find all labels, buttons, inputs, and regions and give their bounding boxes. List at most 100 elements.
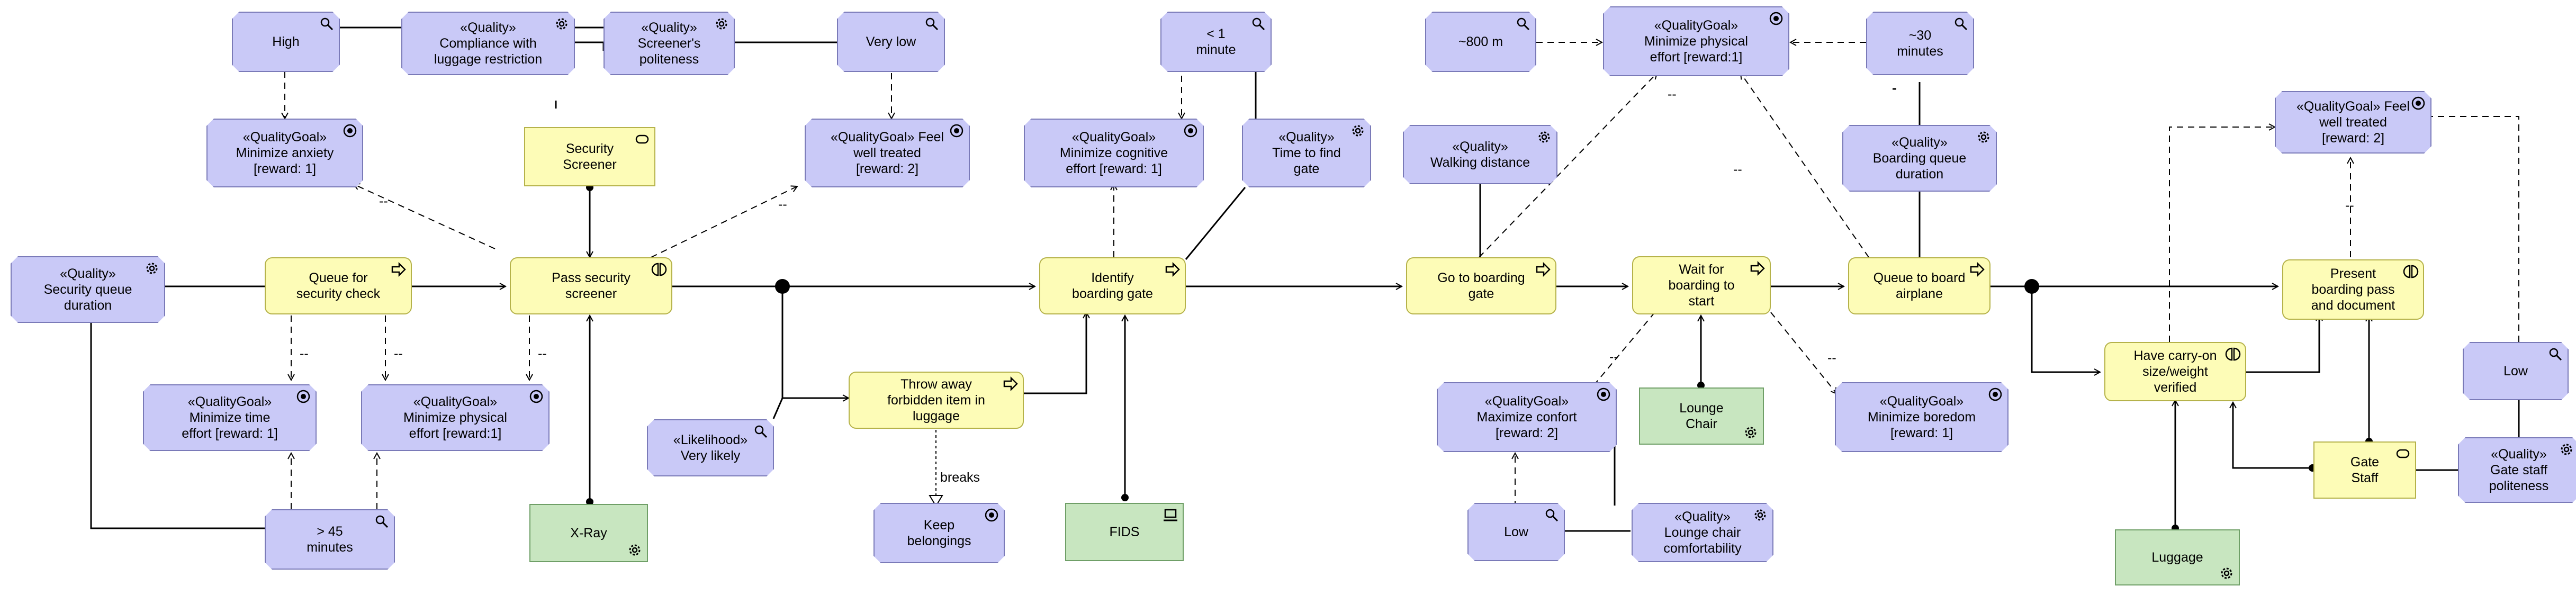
quality-compliance[interactable]: «Quality» Compliance with luggage restri… bbox=[401, 12, 575, 75]
target-icon bbox=[2410, 95, 2426, 111]
edge-label-minus: -- bbox=[1733, 162, 1742, 177]
target-icon bbox=[984, 507, 999, 523]
gear-icon bbox=[554, 16, 570, 32]
role-gate-staff[interactable]: Gate Staff bbox=[2313, 441, 2416, 499]
resource-fids-label: FIDS bbox=[1109, 525, 1140, 539]
interaction-icon bbox=[2403, 265, 2419, 278]
value-high[interactable]: High bbox=[232, 12, 340, 72]
role-gate-staff-label: Gate Staff bbox=[2350, 455, 2380, 485]
gear-icon bbox=[714, 16, 729, 32]
goal-physical-effort-top[interactable]: «QualityGoal» Minimize physical effort [… bbox=[1603, 6, 1789, 76]
process-go-to-gate[interactable]: Go to boarding gate bbox=[1406, 257, 1556, 314]
quality-boarding-queue[interactable]: «Quality» Boarding queue duration bbox=[1842, 125, 1997, 192]
cog-icon bbox=[629, 544, 641, 556]
goal-feel-well-treated-left[interactable]: «QualityGoal» Feel well treated [reward:… bbox=[805, 119, 970, 187]
goal-minimize-boredom-label: «QualityGoal» Minimize boredom [reward: … bbox=[1867, 394, 1976, 440]
resource-luggage[interactable]: Luggage bbox=[2115, 529, 2240, 585]
magnifier-icon bbox=[1515, 16, 1531, 32]
process-pass-screener-label: Pass security screener bbox=[552, 271, 631, 301]
quality-walking-distance[interactable]: «Quality» Walking distance bbox=[1403, 125, 1557, 184]
quality-gate-staff-politeness[interactable]: «Quality» Gate staff politeness bbox=[2458, 437, 2576, 503]
quality-boarding-queue-label: «Quality» Boarding queue duration bbox=[1872, 135, 1967, 182]
process-arrow-icon bbox=[1970, 262, 1985, 277]
process-pass-screener[interactable]: Pass security screener bbox=[510, 257, 672, 314]
gear-icon bbox=[1536, 129, 1552, 145]
edge-label-minus: -- bbox=[2345, 198, 2354, 213]
process-arrow-icon bbox=[1750, 260, 1765, 276]
value-one-minute[interactable]: < 1 minute bbox=[1160, 12, 1272, 72]
value-800m[interactable]: ~800 m bbox=[1425, 12, 1536, 72]
edge-label-minus: -- bbox=[778, 197, 787, 212]
process-queue-board[interactable]: Queue to board airplane bbox=[1848, 257, 1990, 314]
goal-feel-well-treated-right[interactable]: «QualityGoal» Feel well treated [reward:… bbox=[2275, 91, 2431, 154]
goal-maximize-comfort[interactable]: «QualityGoal» Maximize confort [reward: … bbox=[1437, 382, 1617, 452]
role-security-screener[interactable]: Security Screener bbox=[524, 127, 655, 186]
goal-feel-well-treated-right-label: «QualityGoal» Feel well treated [reward:… bbox=[2296, 99, 2410, 146]
quality-compliance-label: «Quality» Compliance with luggage restri… bbox=[434, 20, 543, 67]
value-low-right-label: Low bbox=[2503, 364, 2528, 378]
goal-minimize-time-label: «QualityGoal» Minimize time effort [rewa… bbox=[182, 394, 278, 441]
resource-lounge-chair-label: Lounge Chair bbox=[1679, 401, 1724, 431]
resource-xray-label: X-Ray bbox=[570, 526, 607, 540]
goal-minimize-boredom[interactable]: «QualityGoal» Minimize boredom [reward: … bbox=[1835, 382, 2008, 452]
goal-minimize-time[interactable]: «QualityGoal» Minimize time effort [rewa… bbox=[143, 384, 317, 451]
role-security-screener-label: Security Screener bbox=[563, 141, 617, 172]
process-throw-away-label: Throw away forbidden item in luggage bbox=[887, 377, 985, 423]
process-wait-boarding[interactable]: Wait for boarding to start bbox=[1632, 256, 1771, 314]
resource-xray[interactable]: X-Ray bbox=[529, 504, 648, 562]
process-carry-on-verified-label: Have carry-on size/weight verified bbox=[2133, 348, 2217, 395]
resource-fids[interactable]: FIDS bbox=[1065, 503, 1184, 561]
value-very-low[interactable]: Very low bbox=[837, 12, 945, 72]
resource-luggage-label: Luggage bbox=[2151, 550, 2203, 565]
process-present-pass[interactable]: Present boarding pass and document bbox=[2282, 259, 2424, 320]
magnifier-icon bbox=[319, 16, 335, 32]
process-throw-away[interactable]: Throw away forbidden item in luggage bbox=[849, 372, 1024, 429]
quality-walking-distance-label: «Quality» Walking distance bbox=[1430, 139, 1530, 170]
edge-label-minus: -- bbox=[538, 346, 547, 361]
value-high-label: High bbox=[272, 34, 300, 49]
value-more-45-minutes[interactable]: > 45 minutes bbox=[265, 509, 395, 570]
process-queue-security-label: Queue for security check bbox=[296, 271, 381, 301]
quality-security-queue[interactable]: «Quality» Security queue duration bbox=[11, 256, 165, 323]
edge-label-minus: -- bbox=[300, 346, 309, 361]
goal-physical-effort-top-label: «QualityGoal» Minimize physical effort [… bbox=[1644, 18, 1748, 65]
resource-lounge-chair[interactable]: Lounge Chair bbox=[1639, 387, 1764, 445]
quality-lounge-comfortability[interactable]: «Quality» Lounge chair comfortability bbox=[1632, 503, 1773, 562]
quality-lounge-comfortability-label: «Quality» Lounge chair comfortability bbox=[1663, 509, 1742, 556]
goal-physical-effort-left-label: «QualityGoal» Minimize physical effort [… bbox=[403, 394, 507, 441]
gear-icon bbox=[1752, 507, 1768, 523]
likelihood-very-likely[interactable]: «Likelihood» Very likely bbox=[647, 419, 774, 476]
edge-label-breaks: breaks bbox=[940, 470, 980, 485]
process-queue-security[interactable]: Queue for security check bbox=[265, 257, 412, 314]
process-arrow-icon bbox=[1536, 262, 1551, 277]
target-icon bbox=[1768, 11, 1784, 26]
value-30-minutes[interactable]: ~30 minutes bbox=[1866, 12, 1974, 75]
goal-minimize-anxiety[interactable]: «QualityGoal» Minimize anxiety [reward: … bbox=[206, 119, 363, 187]
process-carry-on-verified[interactable]: Have carry-on size/weight verified bbox=[2104, 342, 2246, 401]
value-low-right[interactable]: Low bbox=[2463, 342, 2569, 400]
cog-icon bbox=[2221, 567, 2232, 579]
goal-keep-belongings-label: Keep belongings bbox=[907, 518, 971, 548]
goal-keep-belongings[interactable]: Keep belongings bbox=[873, 503, 1005, 563]
target-icon bbox=[949, 123, 965, 139]
cog-icon bbox=[1745, 427, 1757, 438]
process-identify-gate[interactable]: Identify boarding gate bbox=[1039, 257, 1186, 314]
quality-politeness[interactable]: «Quality» Screener's politeness bbox=[604, 12, 735, 75]
gear-icon bbox=[1350, 123, 1366, 139]
process-go-to-gate-label: Go to boarding gate bbox=[1437, 271, 1525, 301]
quality-time-to-find-gate-label: «Quality» Time to find gate bbox=[1272, 130, 1341, 176]
goal-minimize-cognitive[interactable]: «QualityGoal» Minimize cognitive effort … bbox=[1024, 119, 1204, 187]
target-icon bbox=[1596, 386, 1611, 402]
process-queue-board-label: Queue to board airplane bbox=[1873, 271, 1966, 301]
goal-physical-effort-left[interactable]: «QualityGoal» Minimize physical effort [… bbox=[361, 384, 550, 451]
target-icon bbox=[342, 123, 358, 139]
quality-time-to-find-gate[interactable]: «Quality» Time to find gate bbox=[1242, 119, 1371, 187]
goal-maximize-comfort-label: «QualityGoal» Maximize confort [reward: … bbox=[1476, 394, 1577, 440]
role-icon bbox=[635, 134, 649, 144]
computer-icon bbox=[1164, 509, 1177, 521]
value-low-mid[interactable]: Low bbox=[1467, 503, 1565, 561]
quality-politeness-label: «Quality» Screener's politeness bbox=[637, 20, 701, 67]
target-icon bbox=[1987, 386, 2003, 402]
interaction-icon bbox=[2225, 347, 2241, 361]
process-arrow-icon bbox=[1165, 262, 1180, 277]
